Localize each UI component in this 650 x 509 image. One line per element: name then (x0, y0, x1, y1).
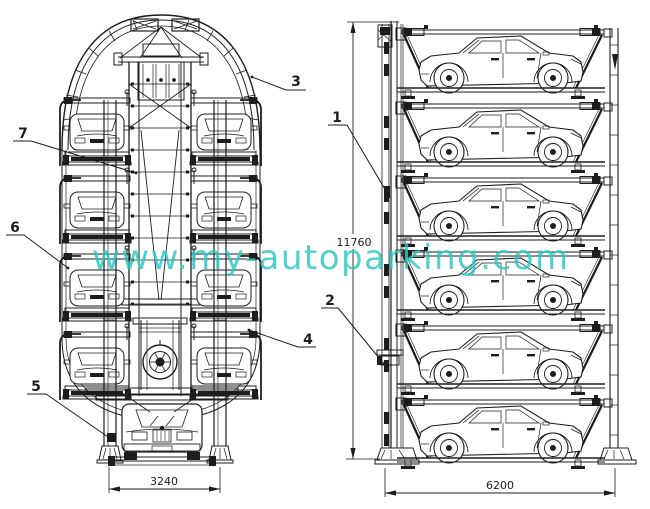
dimension-6200: 6200 (384, 468, 616, 497)
car-side (418, 35, 584, 94)
car-side (418, 183, 584, 242)
car-side (418, 257, 584, 316)
car-side (418, 109, 584, 168)
car-front-row1-right (189, 89, 262, 166)
dimension-3240: 3240 (108, 467, 221, 493)
top-drive-assembly (113, 18, 209, 101)
callouts: 1 2 3 4 5 6 7 (6, 74, 388, 441)
drive-sprocket (132, 317, 188, 390)
callout-4: 4 (247, 328, 316, 348)
rotary-parking-side-view (374, 21, 637, 469)
callout-number-5: 5 (31, 379, 41, 395)
dimension-11760: 11760 (337, 21, 399, 460)
car-front-row4-left (59, 323, 132, 400)
car-front-row3-left (59, 245, 132, 322)
parking-level-2 (384, 99, 613, 173)
car-front-row1-left (59, 89, 132, 166)
right-column (597, 28, 637, 465)
car-side (418, 331, 584, 390)
callout-number-6: 6 (10, 220, 20, 236)
car-side (418, 405, 584, 464)
dimension-label-3240: 3240 (150, 475, 178, 488)
car-front-row4-right (189, 323, 262, 400)
callout-number-2: 2 (325, 293, 335, 309)
dimensions: 3240 6200 11760 (108, 21, 616, 497)
base-frame-beams (85, 387, 239, 401)
car-front-row2-left (59, 167, 132, 244)
callout-number-3: 3 (291, 74, 301, 90)
callout-6: 6 (6, 220, 70, 270)
callout-5: 5 (27, 379, 113, 441)
car-front-row3-right (189, 245, 262, 322)
callout-number-4: 4 (303, 332, 313, 348)
callout-number-7: 7 (18, 126, 28, 142)
parking-level-5 (384, 321, 613, 395)
callout-7: 7 (13, 126, 138, 175)
car-front-row2-right (189, 167, 262, 244)
callout-2: 2 (321, 293, 386, 366)
callout-number-1: 1 (332, 110, 342, 126)
parking-level-3 (384, 173, 613, 247)
central-mast (121, 62, 201, 396)
parking-level-4 (384, 247, 613, 321)
rotary-parking-front-view (59, 14, 262, 466)
ground-car (108, 396, 216, 466)
parking-level-1 (384, 25, 613, 99)
callout-1: 1 (328, 110, 388, 193)
dimension-label-11760: 11760 (337, 236, 372, 249)
parking-level-6 (384, 395, 613, 469)
callout-3: 3 (250, 74, 306, 91)
dimension-label-6200: 6200 (486, 479, 514, 492)
